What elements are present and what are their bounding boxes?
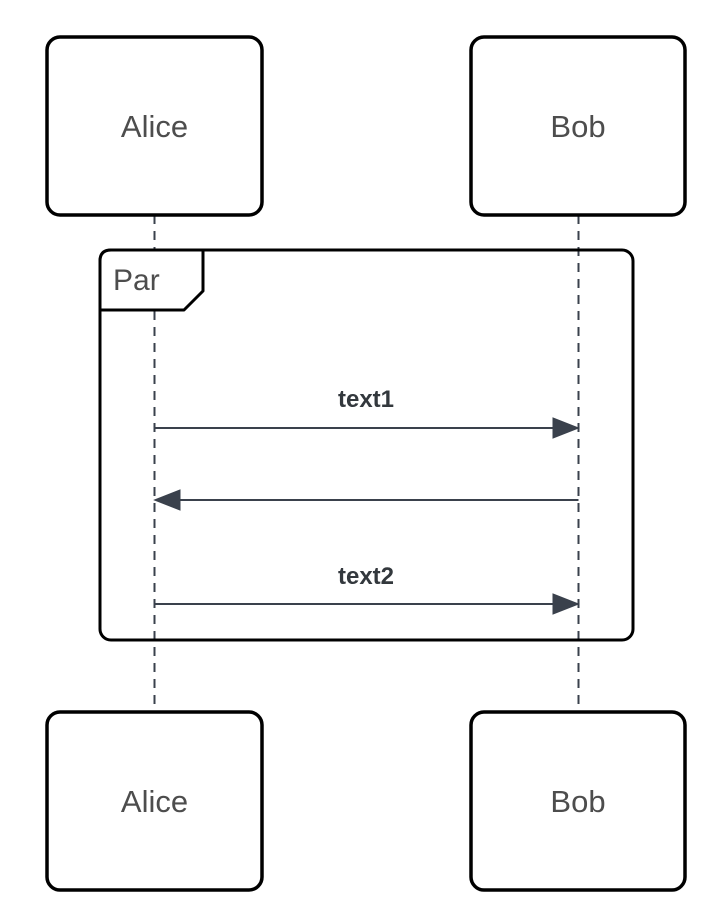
message-return-arrowhead [153, 489, 181, 511]
par-fragment-operator-box [98, 248, 205, 312]
actor-alice-bottom-box [45, 710, 264, 892]
message-text2-label: text2 [338, 563, 394, 590]
actor-bob-top: Bob [469, 35, 687, 217]
actor-alice-top-label: Alice [121, 109, 188, 144]
actor-bob-bottom-box [469, 710, 687, 892]
message-text1-label: text1 [338, 386, 394, 413]
actor-alice-bottom: Alice [45, 710, 264, 892]
actor-alice-top-box [45, 35, 264, 217]
actor-alice-top: Alice [45, 35, 264, 217]
actor-alice-bottom-label: Alice [121, 784, 188, 819]
message-text2-arrowhead [552, 593, 580, 615]
actor-bob-bottom-label: Bob [550, 784, 605, 819]
par-fragment-frame [98, 248, 635, 642]
message-return-arrow [153, 489, 579, 511]
actor-bob-top-box [469, 35, 687, 217]
message-text2-arrow [154, 593, 580, 615]
message-text1-arrow [154, 417, 580, 439]
actor-bob-top-label: Bob [550, 109, 605, 144]
par-fragment-operator-label: Par [113, 264, 160, 297]
message-text1-arrowhead [552, 417, 580, 439]
actor-bob-bottom: Bob [469, 710, 687, 892]
